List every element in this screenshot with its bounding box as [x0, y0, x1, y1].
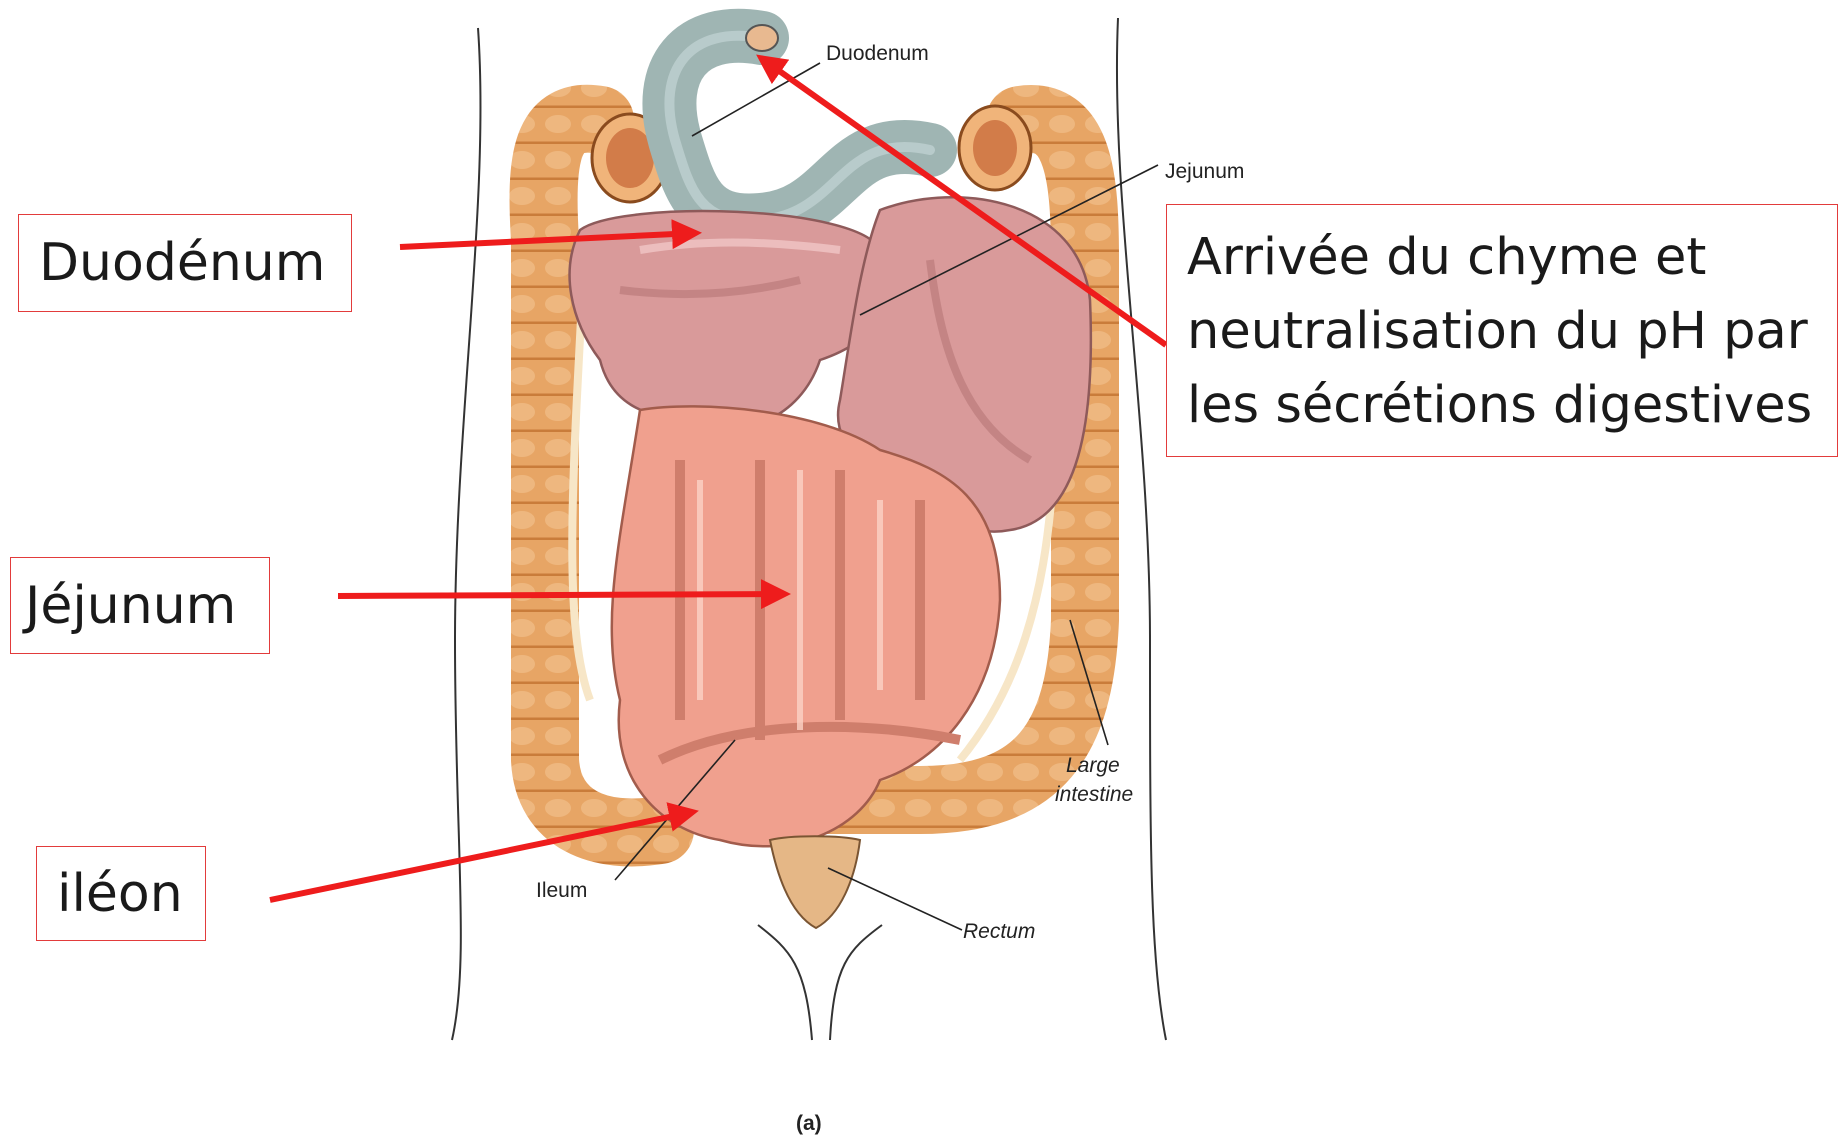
- callout-note: Arrivée du chyme et neutralisation du pH…: [1166, 204, 1838, 457]
- callout-ileon: iléon: [36, 846, 206, 941]
- rectum-shape: [770, 836, 860, 928]
- callout-note-text: Arrivée du chyme et neutralisation du pH…: [1187, 221, 1819, 443]
- callout-jejunum: Jéjunum: [10, 557, 270, 654]
- callout-duodenum: Duodénum: [18, 214, 352, 312]
- label-large-intestine-2: intestine: [1055, 783, 1133, 806]
- callout-ileon-text: iléon: [57, 864, 183, 924]
- label-panel: (a): [796, 1112, 822, 1135]
- callout-duodenum-text: Duodénum: [39, 233, 325, 293]
- label-ileum: Ileum: [536, 879, 587, 902]
- label-jejunum: Jejunum: [1165, 160, 1244, 183]
- callout-jejunum-text: Jéjunum: [25, 576, 236, 636]
- label-large-intestine-1: Large: [1066, 754, 1120, 777]
- label-rectum: Rectum: [963, 920, 1035, 943]
- label-duodenum: Duodenum: [826, 42, 929, 65]
- arrow-jejunum: [338, 594, 785, 596]
